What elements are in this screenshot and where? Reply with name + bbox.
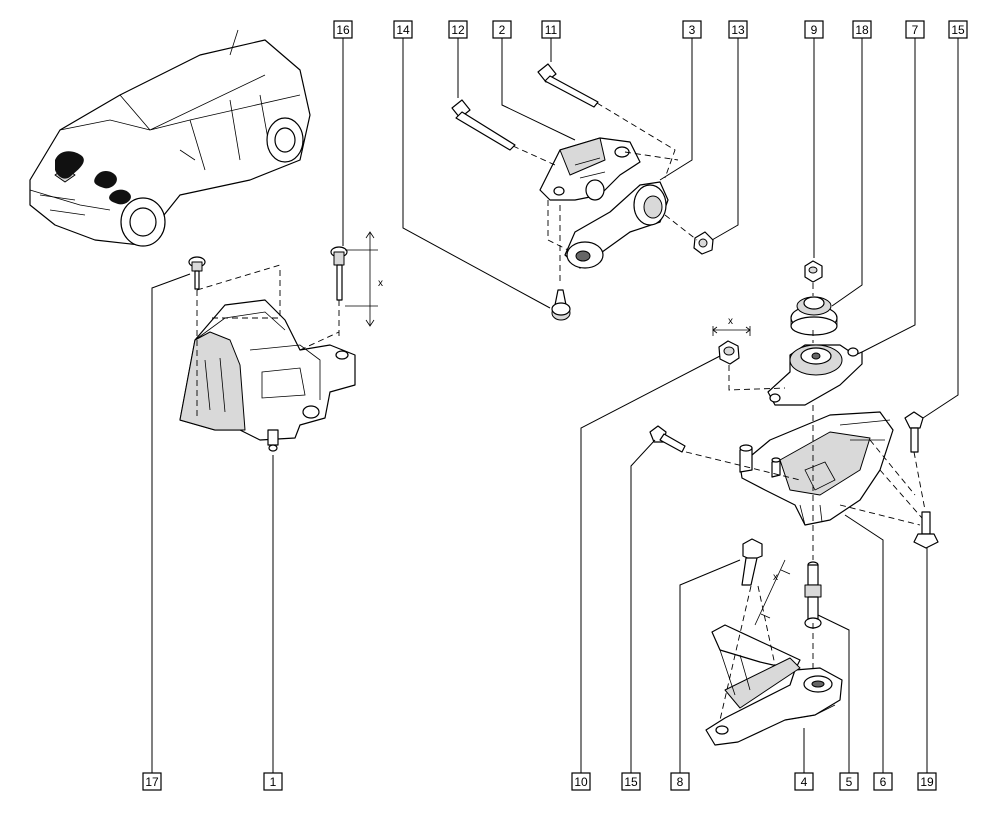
vehicle-locator-illustration [29,29,311,247]
callout-7-label: 7 [912,23,919,37]
callout-9: 9 [804,20,824,39]
stud-part-5 [804,561,822,629]
bracket-part-6 [739,411,894,526]
engine-mount-part-7 [767,344,863,406]
engine-mount-part-1 [179,299,356,452]
callout-19-label: 19 [920,775,934,789]
callout-2-label: 2 [499,23,506,37]
callout-7: 7 [905,20,925,39]
callout-10-label: 10 [574,775,588,789]
callout-14-label: 14 [396,23,410,37]
callout-15-bottom-label: 15 [624,775,638,789]
bolt-part-14 [551,289,571,321]
callout-17-label: 17 [145,775,159,789]
bracket-part-2 [539,137,641,201]
callout-11-label: 11 [545,23,558,37]
callout-16-label: 16 [336,23,350,37]
bolt-part-16 [330,246,348,301]
callout-4: 4 [794,772,814,791]
callout-19: 19 [917,772,937,791]
bolt-part-15-upper [904,411,924,453]
callout-5: 5 [839,772,859,791]
bolt-part-11 [537,63,599,108]
bolt-part-8 [741,538,763,586]
callout-15-bottom: 15 [621,772,641,791]
torque-rod-part-3 [564,179,669,269]
callout-1-label: 1 [270,775,277,789]
washer-part-18 [790,296,838,336]
dimension-marker-nut [712,326,751,336]
callout-5-label: 5 [846,775,853,789]
callout-12: 12 [448,20,468,39]
dimension-marker-left [345,231,378,327]
callout-15-top-label: 15 [951,23,965,37]
callout-15-top: 15 [948,20,968,39]
nut-part-13 [693,231,714,255]
nut-part-10 [718,340,740,365]
callout-18-label: 18 [855,23,869,37]
callout-9-label: 9 [811,23,818,37]
callout-10: 10 [571,772,591,791]
bolt-part-17 [188,256,206,290]
callout-3-label: 3 [689,23,696,37]
callout-8-label: 8 [677,775,684,789]
dimension-label-nut: x [728,316,733,327]
callout-1: 1 [263,772,283,791]
callout-16: 16 [333,20,353,39]
bolt-part-15-lower [649,425,686,453]
callout-14: 14 [393,20,413,39]
dimension-label-left: x [378,278,383,289]
callout-13-label: 13 [731,23,745,37]
callout-4-label: 4 [801,775,808,789]
callout-3: 3 [682,20,702,39]
nut-part-9 [804,260,823,283]
callout-6: 6 [873,772,893,791]
stud-part-19 [913,511,939,549]
callout-11: 11 [541,20,561,39]
lower-bracket-part-4 [705,624,843,746]
callout-13: 13 [728,20,748,39]
callout-6-label: 6 [880,775,887,789]
callout-12-label: 12 [451,23,465,37]
bolt-part-12 [451,99,516,151]
callout-17: 17 [142,772,162,791]
callout-2: 2 [492,20,512,39]
dimension-label-lower: x [773,572,778,583]
callout-8: 8 [670,772,690,791]
dimension-marker-lower [754,559,791,626]
callout-18: 18 [852,20,872,39]
